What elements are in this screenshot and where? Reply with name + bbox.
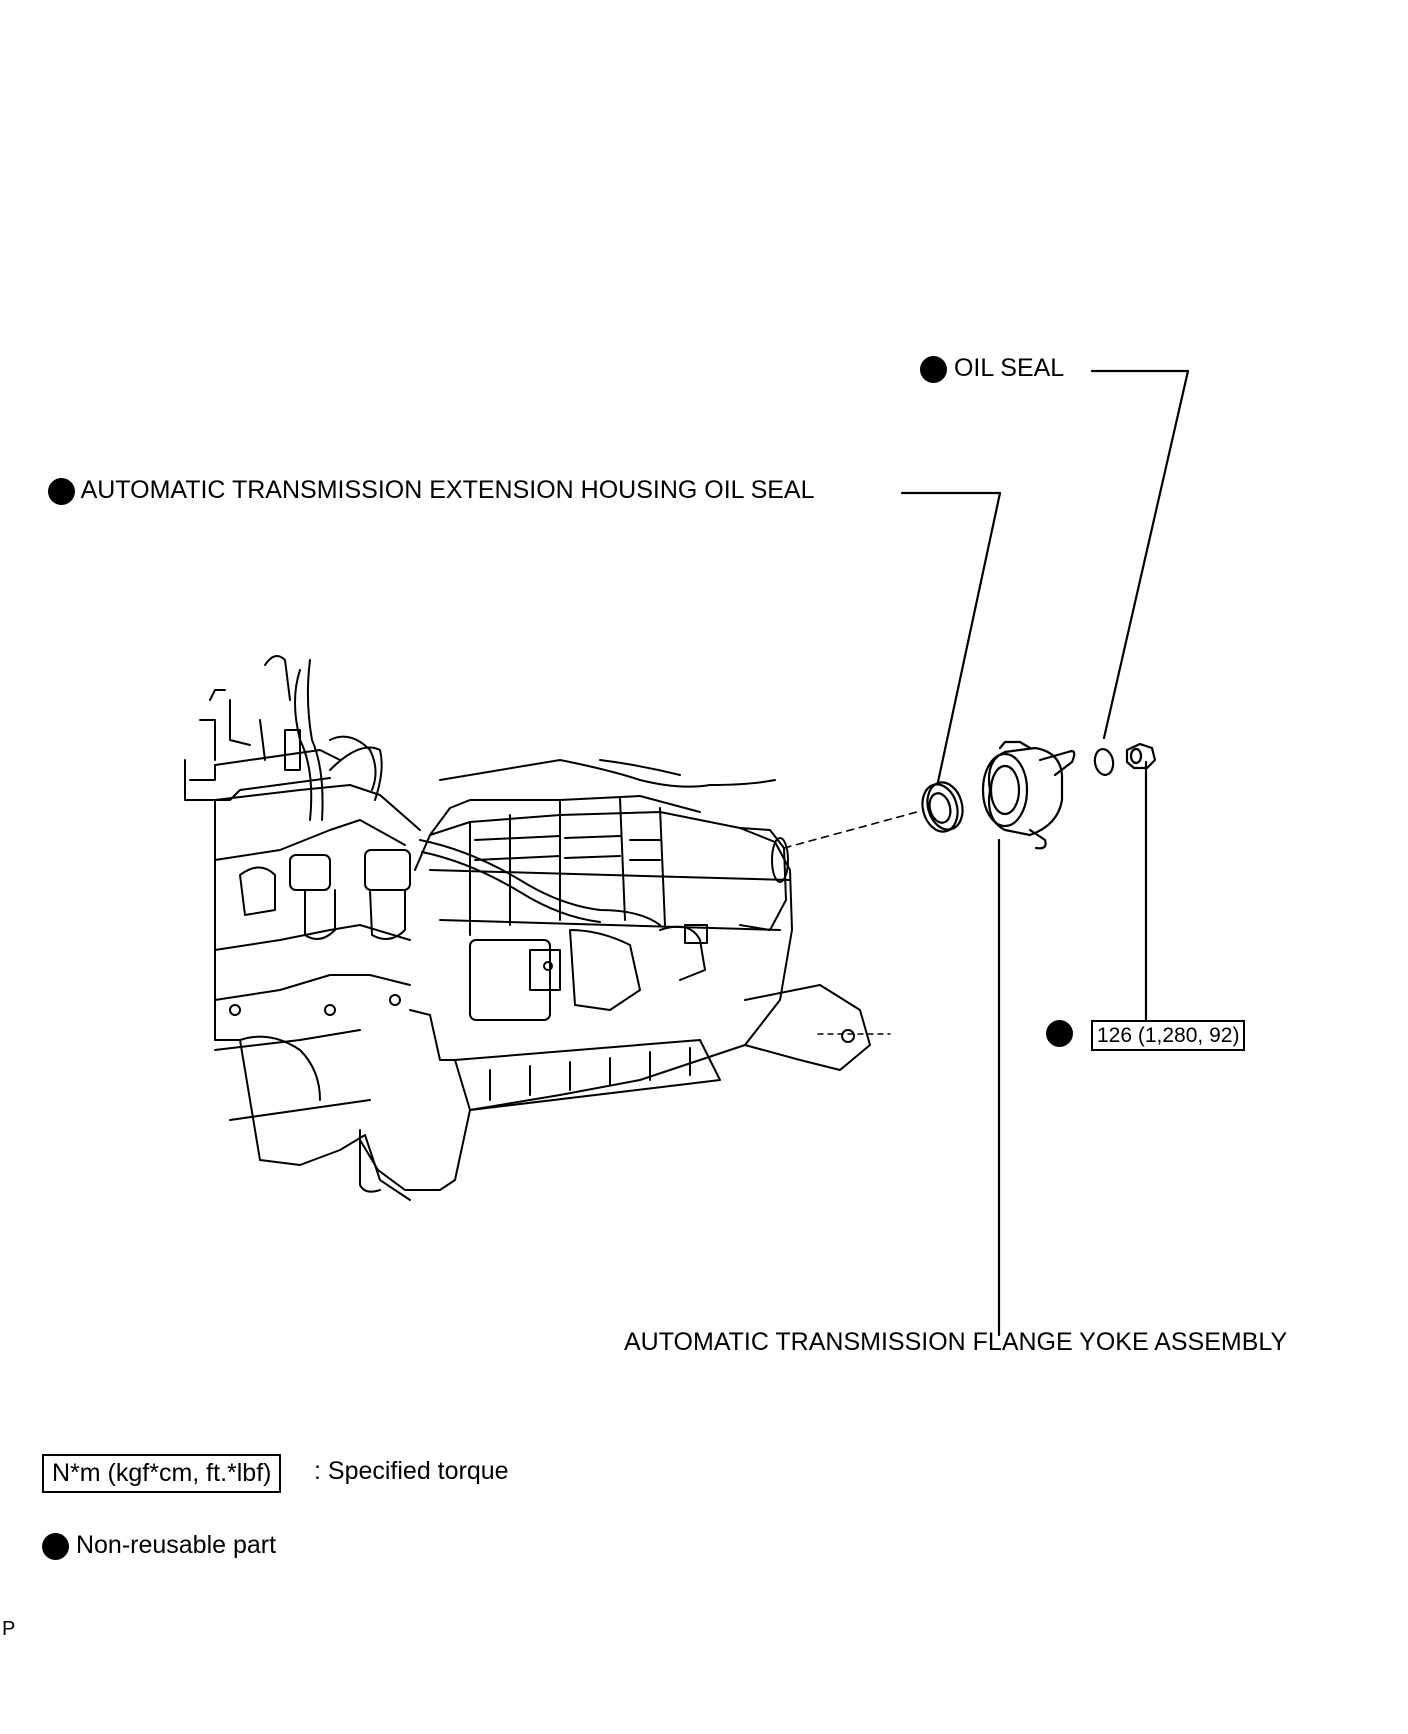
alignment-dashed-line xyxy=(783,811,918,849)
o-ring-part xyxy=(1093,748,1115,776)
oil-seal-text: OIL SEAL xyxy=(953,354,1065,383)
torque-value-text: 126 (1,280, 92) xyxy=(1097,1024,1240,1047)
non-reusable-icon xyxy=(920,356,947,383)
oil-seal-label: OIL SEAL xyxy=(920,356,1064,383)
leader-nut xyxy=(1125,760,1148,1035)
legend-torque-unit: N*m (kgf*cm, ft.*lbf) xyxy=(52,1459,272,1487)
extension-housing-oil-seal-text: AUTOMATIC TRANSMISSION EXTENSION HOUSING… xyxy=(80,476,815,505)
flange-yoke-assembly-label: AUTOMATIC TRANSMISSION FLANGE YOKE ASSEM… xyxy=(624,1330,1287,1355)
leader-oil-seal xyxy=(1090,369,1190,740)
non-reusable-icon xyxy=(1046,1020,1073,1047)
extension-housing-oil-seal-label: AUTOMATIC TRANSMISSION EXTENSION HOUSING… xyxy=(48,478,815,505)
footer-mark: P xyxy=(2,1618,16,1640)
flange-yoke-part xyxy=(981,740,1076,850)
non-reusable-icon xyxy=(48,478,75,505)
transmission-body xyxy=(184,655,871,1201)
extension-oil-seal-part xyxy=(921,781,964,833)
legend-non-reusable-text: Non-reusable part xyxy=(75,1531,277,1560)
legend-torque-box: N*m (kgf*cm, ft.*lbf) xyxy=(42,1454,282,1493)
torque-value-box: 126 (1,280, 92) xyxy=(1091,1020,1246,1051)
nut-part xyxy=(1125,742,1157,770)
leader-extension-seal xyxy=(900,491,1002,784)
legend-torque-text: : Specified torque xyxy=(314,1457,509,1485)
flange-yoke-assembly-text: AUTOMATIC TRANSMISSION FLANGE YOKE ASSEM… xyxy=(624,1328,1288,1356)
legend-non-reusable: Non-reusable part xyxy=(42,1533,276,1560)
non-reusable-icon xyxy=(42,1533,69,1560)
